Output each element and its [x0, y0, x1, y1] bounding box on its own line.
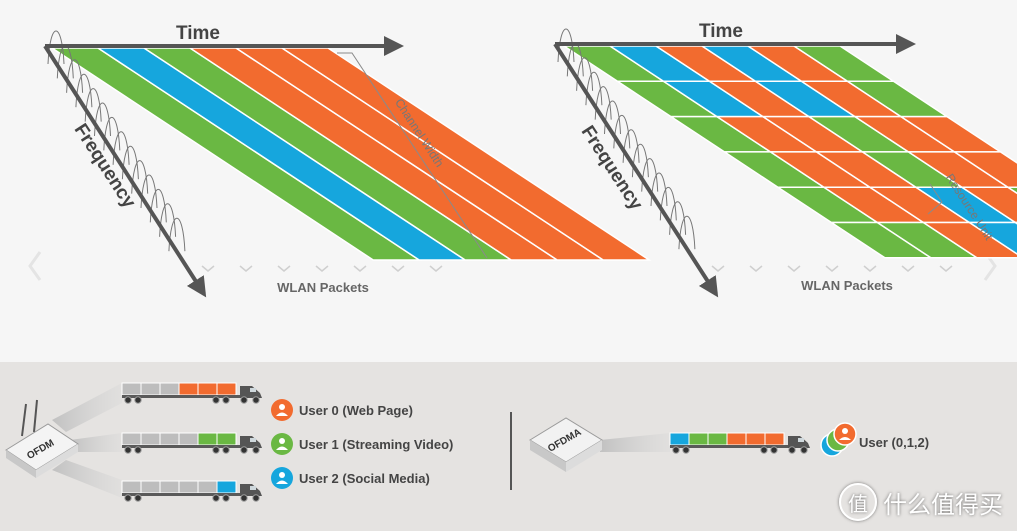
ofdma-packet-markers [711, 265, 953, 272]
subcarrier-wave [669, 201, 687, 235]
packet-marker [901, 265, 915, 272]
user-0-label: User 0 (Web Page) [299, 403, 413, 418]
packet-marker [277, 265, 291, 272]
watermark: 值 什么值得买 [839, 483, 1003, 521]
ofdm-beam-1 [52, 383, 122, 432]
ofdm-truck-user1 [121, 432, 262, 454]
user-2-label: User 2 (Social Media) [299, 471, 430, 486]
subcarrier-wave [622, 129, 640, 163]
ofdm-beam-2 [70, 433, 122, 452]
subcarrier-wave [594, 86, 612, 120]
ofdm-beam-3 [52, 460, 122, 498]
subcarrier-wave [585, 71, 603, 106]
ofdma-time-label: Time [699, 21, 743, 42]
packet-marker [749, 265, 763, 272]
packet-marker [429, 265, 443, 272]
packet-marker [863, 265, 877, 272]
user-1-label: User 1 (Streaming Video) [299, 437, 453, 452]
subcarrier-wave [112, 131, 130, 165]
ofdm-channel-stripes [49, 47, 652, 261]
ofdm-time-label: Time [176, 23, 220, 44]
subcarrier-wave [84, 88, 102, 122]
combined-user-icon [820, 422, 857, 457]
subcarrier-wave [121, 145, 139, 180]
subcarrier-wave [604, 100, 621, 135]
combined-user-label: User (0,1,2) [859, 435, 929, 450]
ofdma-beam [600, 433, 670, 452]
ofdm-packet-markers [201, 265, 443, 272]
ofdm-frequency-label: Frequency [70, 120, 140, 212]
subcarrier-wave [103, 117, 121, 151]
ofdma-truck-combined [669, 432, 810, 454]
packet-marker [201, 265, 215, 272]
subcarrier-wave [678, 215, 696, 250]
ofdma-packets-label: WLAN Packets [801, 278, 893, 293]
ofdm-truck-user2 [121, 480, 262, 502]
ofdm-packets-label: WLAN Packets [277, 280, 369, 295]
subcarrier-wave [659, 187, 677, 221]
subcarrier-wave [641, 158, 659, 192]
packet-marker [711, 265, 725, 272]
ofdma-router: OFDMA [529, 417, 603, 472]
resource-unit-bracket [927, 183, 943, 215]
ofdma-resource-unit-r5c3 [966, 221, 1017, 255]
subcarrier-wave [631, 143, 649, 178]
subcarrier-wave [650, 172, 668, 207]
ofdma-resource-grid [561, 45, 1017, 259]
ofdma-resource-unit-r3c5 [951, 151, 1017, 188]
packet-marker [239, 265, 253, 272]
user-legend: User 0 (Web Page) User 1 (Streaming Video… [271, 399, 453, 489]
channel-width-bracket [337, 52, 488, 259]
carousel-prev-icon[interactable] [28, 251, 42, 281]
packet-marker [353, 265, 367, 272]
subcarrier-wave [613, 115, 631, 149]
subcarrier-wave [94, 102, 111, 137]
ofdma-frequency-axis [553, 42, 719, 298]
packet-marker [939, 265, 953, 272]
ofdm-frequency-axis [43, 44, 207, 298]
ofdma-resource-unit-r5c2 [920, 221, 1017, 259]
packet-marker [391, 265, 405, 272]
watermark-text: 什么值得买 [883, 490, 1003, 519]
packet-marker [787, 265, 801, 272]
watermark-logo-icon: 值 [839, 483, 877, 521]
ofdma-resource-unit-r4c5 [1005, 186, 1017, 195]
ofdm-truck-user0 [121, 382, 262, 404]
ofdma-resource-unit-r4c4 [959, 186, 1017, 224]
packet-marker [315, 265, 329, 272]
ofdm-router: OFDM [5, 399, 79, 478]
packet-marker [825, 265, 839, 272]
subcarrier-wave [75, 73, 93, 108]
